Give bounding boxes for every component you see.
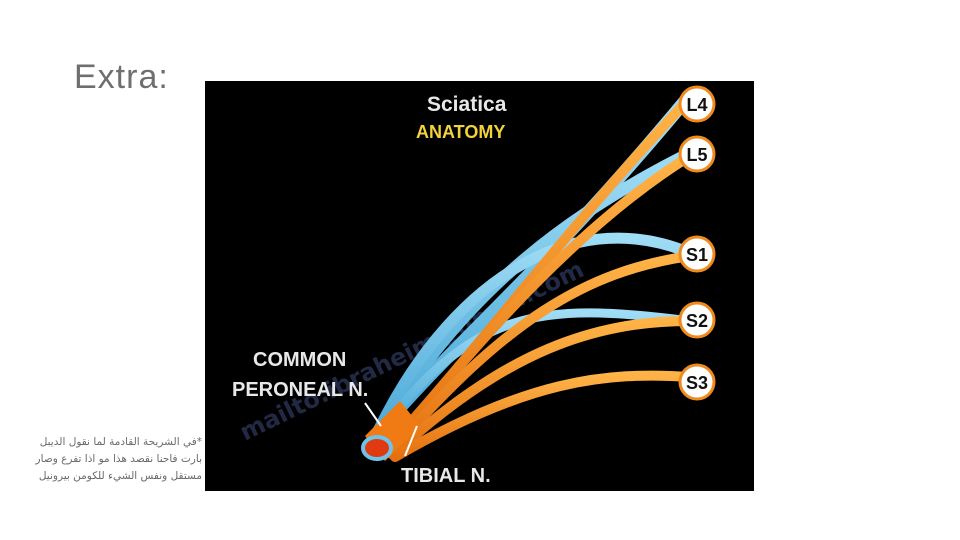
- trunk-cut-end: [363, 437, 391, 459]
- root-label: S2: [686, 311, 708, 331]
- root-L4: L4: [680, 87, 714, 121]
- root-label: S3: [686, 373, 708, 393]
- root-L5: L5: [680, 137, 714, 171]
- root-label: S1: [686, 245, 708, 265]
- root-S3: S3: [680, 365, 714, 399]
- root-label: L4: [686, 95, 707, 115]
- common-peroneal-pointer: [365, 403, 381, 426]
- label-peroneal: PERONEAL N.: [232, 379, 368, 401]
- sciatica-anatomy-figure: mailto:ibraheim@gmail.com Sciatica ANATO…: [205, 81, 754, 491]
- slide-title: Extra:: [74, 58, 169, 97]
- figure-title-sciatica: Sciatica: [427, 93, 507, 116]
- label-common: COMMON: [253, 349, 346, 371]
- nerve-diagram: mailto:ibraheim@gmail.com Sciatica ANATO…: [205, 81, 754, 491]
- arabic-note: *في الشريحة القادمة لما نقول الديبل بارت…: [18, 434, 202, 485]
- label-tibial: TIBIAL N.: [401, 465, 491, 487]
- root-S2: S2: [680, 303, 714, 337]
- root-S1: S1: [680, 237, 714, 271]
- root-label: L5: [686, 145, 707, 165]
- figure-title-anatomy: ANATOMY: [416, 122, 505, 142]
